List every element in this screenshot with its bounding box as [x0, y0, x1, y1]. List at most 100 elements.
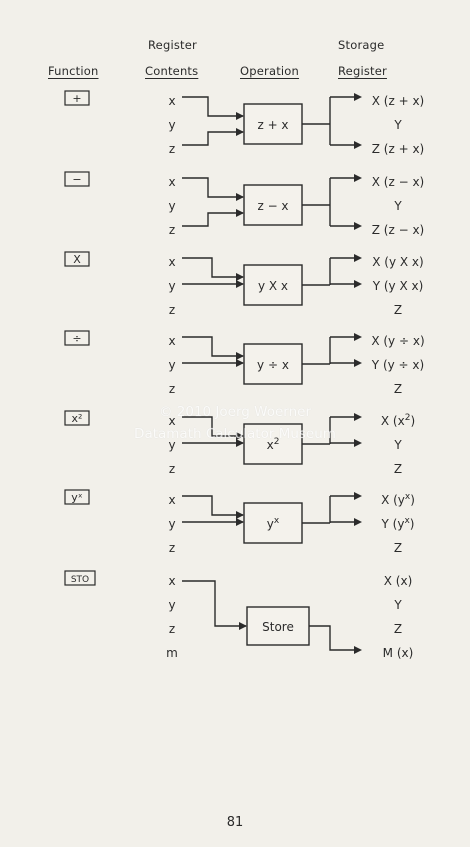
row-1-output-1: X (z + x): [372, 94, 424, 108]
row-4-arrow-out-x: [354, 333, 362, 341]
row-3-output-1: X (y X x): [372, 255, 423, 269]
row-6-input-z: z: [169, 541, 175, 555]
row-7-operation-box: [246, 606, 310, 646]
row-7-output-3: Z: [394, 622, 402, 636]
row-6-output-3: Z: [394, 541, 402, 555]
row-5-input-x: x: [168, 414, 175, 428]
row-4-output-3: Z: [394, 382, 402, 396]
row-5-input-z: z: [169, 462, 175, 476]
row-5-output-1: X (x2): [381, 413, 415, 428]
header-register-contents: Contents: [145, 64, 199, 78]
row-5-arrow-out-2: [354, 439, 362, 447]
row-2-output-2: Y: [393, 199, 402, 213]
row-6-input-x: x: [168, 493, 175, 507]
row-3-operation-box: [243, 264, 303, 306]
row-2-operation-label: z − x: [257, 199, 288, 213]
row-7-output-1: X (x): [384, 574, 413, 588]
row-3-output-2: Y (y X x): [372, 279, 424, 293]
row-4-arrow-in-1: [236, 352, 244, 360]
row-7-output-4: M (x): [383, 646, 414, 660]
row-6-operation-label: yx: [267, 516, 280, 531]
row-4-input-z: z: [169, 382, 175, 396]
row-1-arrow-in-2: [236, 128, 244, 136]
row-2-arrow-out-2: [354, 222, 362, 230]
row-7-wire-x: [182, 580, 246, 627]
row-6-arrow-out-x: [354, 492, 362, 500]
row-1-arrow-out-2: [354, 141, 362, 149]
row-3-arrow-out-x: [354, 254, 362, 262]
watermark-copyright: © 2010 Joerg Woerner: [158, 404, 311, 420]
row-6-arrow-out-2: [354, 518, 362, 526]
row-5-operation-label: x2: [267, 437, 280, 452]
row-7-function-key-label: STO: [71, 575, 89, 585]
row-5-output-3: Z: [394, 462, 402, 476]
row-7-input-x: x: [168, 574, 175, 588]
row-5-wire-x: [182, 416, 243, 437]
row-5-function-key-label: x²: [72, 412, 83, 425]
row-3-output-3: Z: [394, 303, 402, 317]
row-7-arrow-x-in: [239, 622, 247, 630]
row-4-arrow-out-2: [354, 359, 362, 367]
row-7-output-2: Y: [393, 598, 402, 612]
row-5-operation-box: [243, 423, 303, 465]
row-3-function-key: [64, 251, 90, 267]
row-1-function-key: [64, 90, 90, 106]
row-7-operation-label: Store: [262, 620, 294, 634]
row-1-output-3: Z (z + x): [372, 142, 424, 156]
row-5-arrow-in-1: [236, 432, 244, 440]
row-2-input-y: y: [168, 199, 175, 213]
row-2-arrow-in-2: [236, 209, 244, 217]
row-5-input-y: y: [168, 438, 175, 452]
row-1-arrow-in-1: [236, 112, 244, 120]
row-2-arrow-in-1: [236, 193, 244, 201]
row-1-wire-z: [182, 131, 243, 146]
row-1-operation-label: z + x: [257, 118, 288, 132]
row-2-input-x: x: [168, 175, 175, 189]
row-3-input-x: x: [168, 255, 175, 269]
row-6-function-key: [64, 489, 90, 505]
row-2-function-key: [64, 171, 90, 187]
row-3-function-key-label: X: [73, 253, 81, 266]
row-5-arrow-in-2: [236, 439, 244, 447]
row-4-function-key-label: ÷: [72, 332, 81, 345]
row-3-arrow-in-2: [236, 280, 244, 288]
row-3-arrow-out-2: [354, 280, 362, 288]
row-2-function-key-label: −: [72, 173, 81, 186]
row-5-function-key: [64, 410, 90, 426]
page-number: 81: [226, 815, 244, 830]
row-7-function-key: [64, 570, 96, 586]
row-7-wire-out-m: [309, 625, 360, 651]
row-4-function-key: [64, 330, 90, 346]
row-2-wire-z: [182, 212, 243, 227]
row-6-wire-x: [182, 495, 243, 516]
row-7-arrow-out-m: [354, 646, 362, 654]
row-7-input-z: z: [169, 622, 175, 636]
row-4-arrow-in-2: [236, 359, 244, 367]
row-4-input-x: x: [168, 334, 175, 348]
row-6-output-2: Y (yx): [381, 516, 415, 531]
row-1-input-z: z: [169, 142, 175, 156]
header-function: Function: [48, 64, 99, 78]
row-6-operation-box: [243, 502, 303, 544]
row-6-arrow-in-2: [236, 518, 244, 526]
row-4-wire-x: [182, 336, 243, 357]
row-5-arrow-out-x: [354, 413, 362, 421]
row-4-operation-label: y ÷ x: [257, 358, 289, 372]
row-4-output-1: X (y ÷ x): [371, 334, 424, 348]
row-1-operation-box: [243, 103, 303, 145]
row-2-output-1: X (z − x): [372, 175, 424, 189]
row-6-function-key-label: yˣ: [71, 491, 83, 504]
row-3-operation-label: y X x: [258, 279, 288, 293]
row-2-wire-x: [182, 177, 243, 198]
row-3-wire-x: [182, 257, 243, 278]
row-6-input-y: y: [168, 517, 175, 531]
row-3-arrow-in-1: [236, 273, 244, 281]
row-3-input-y: y: [168, 279, 175, 293]
row-1-arrow-out-x: [354, 93, 362, 101]
row-2-input-z: z: [169, 223, 175, 237]
row-1-input-x: x: [168, 94, 175, 108]
header-storage-line1: Storage: [338, 38, 385, 52]
row-4-output-2: Y (y ÷ x): [371, 358, 424, 372]
